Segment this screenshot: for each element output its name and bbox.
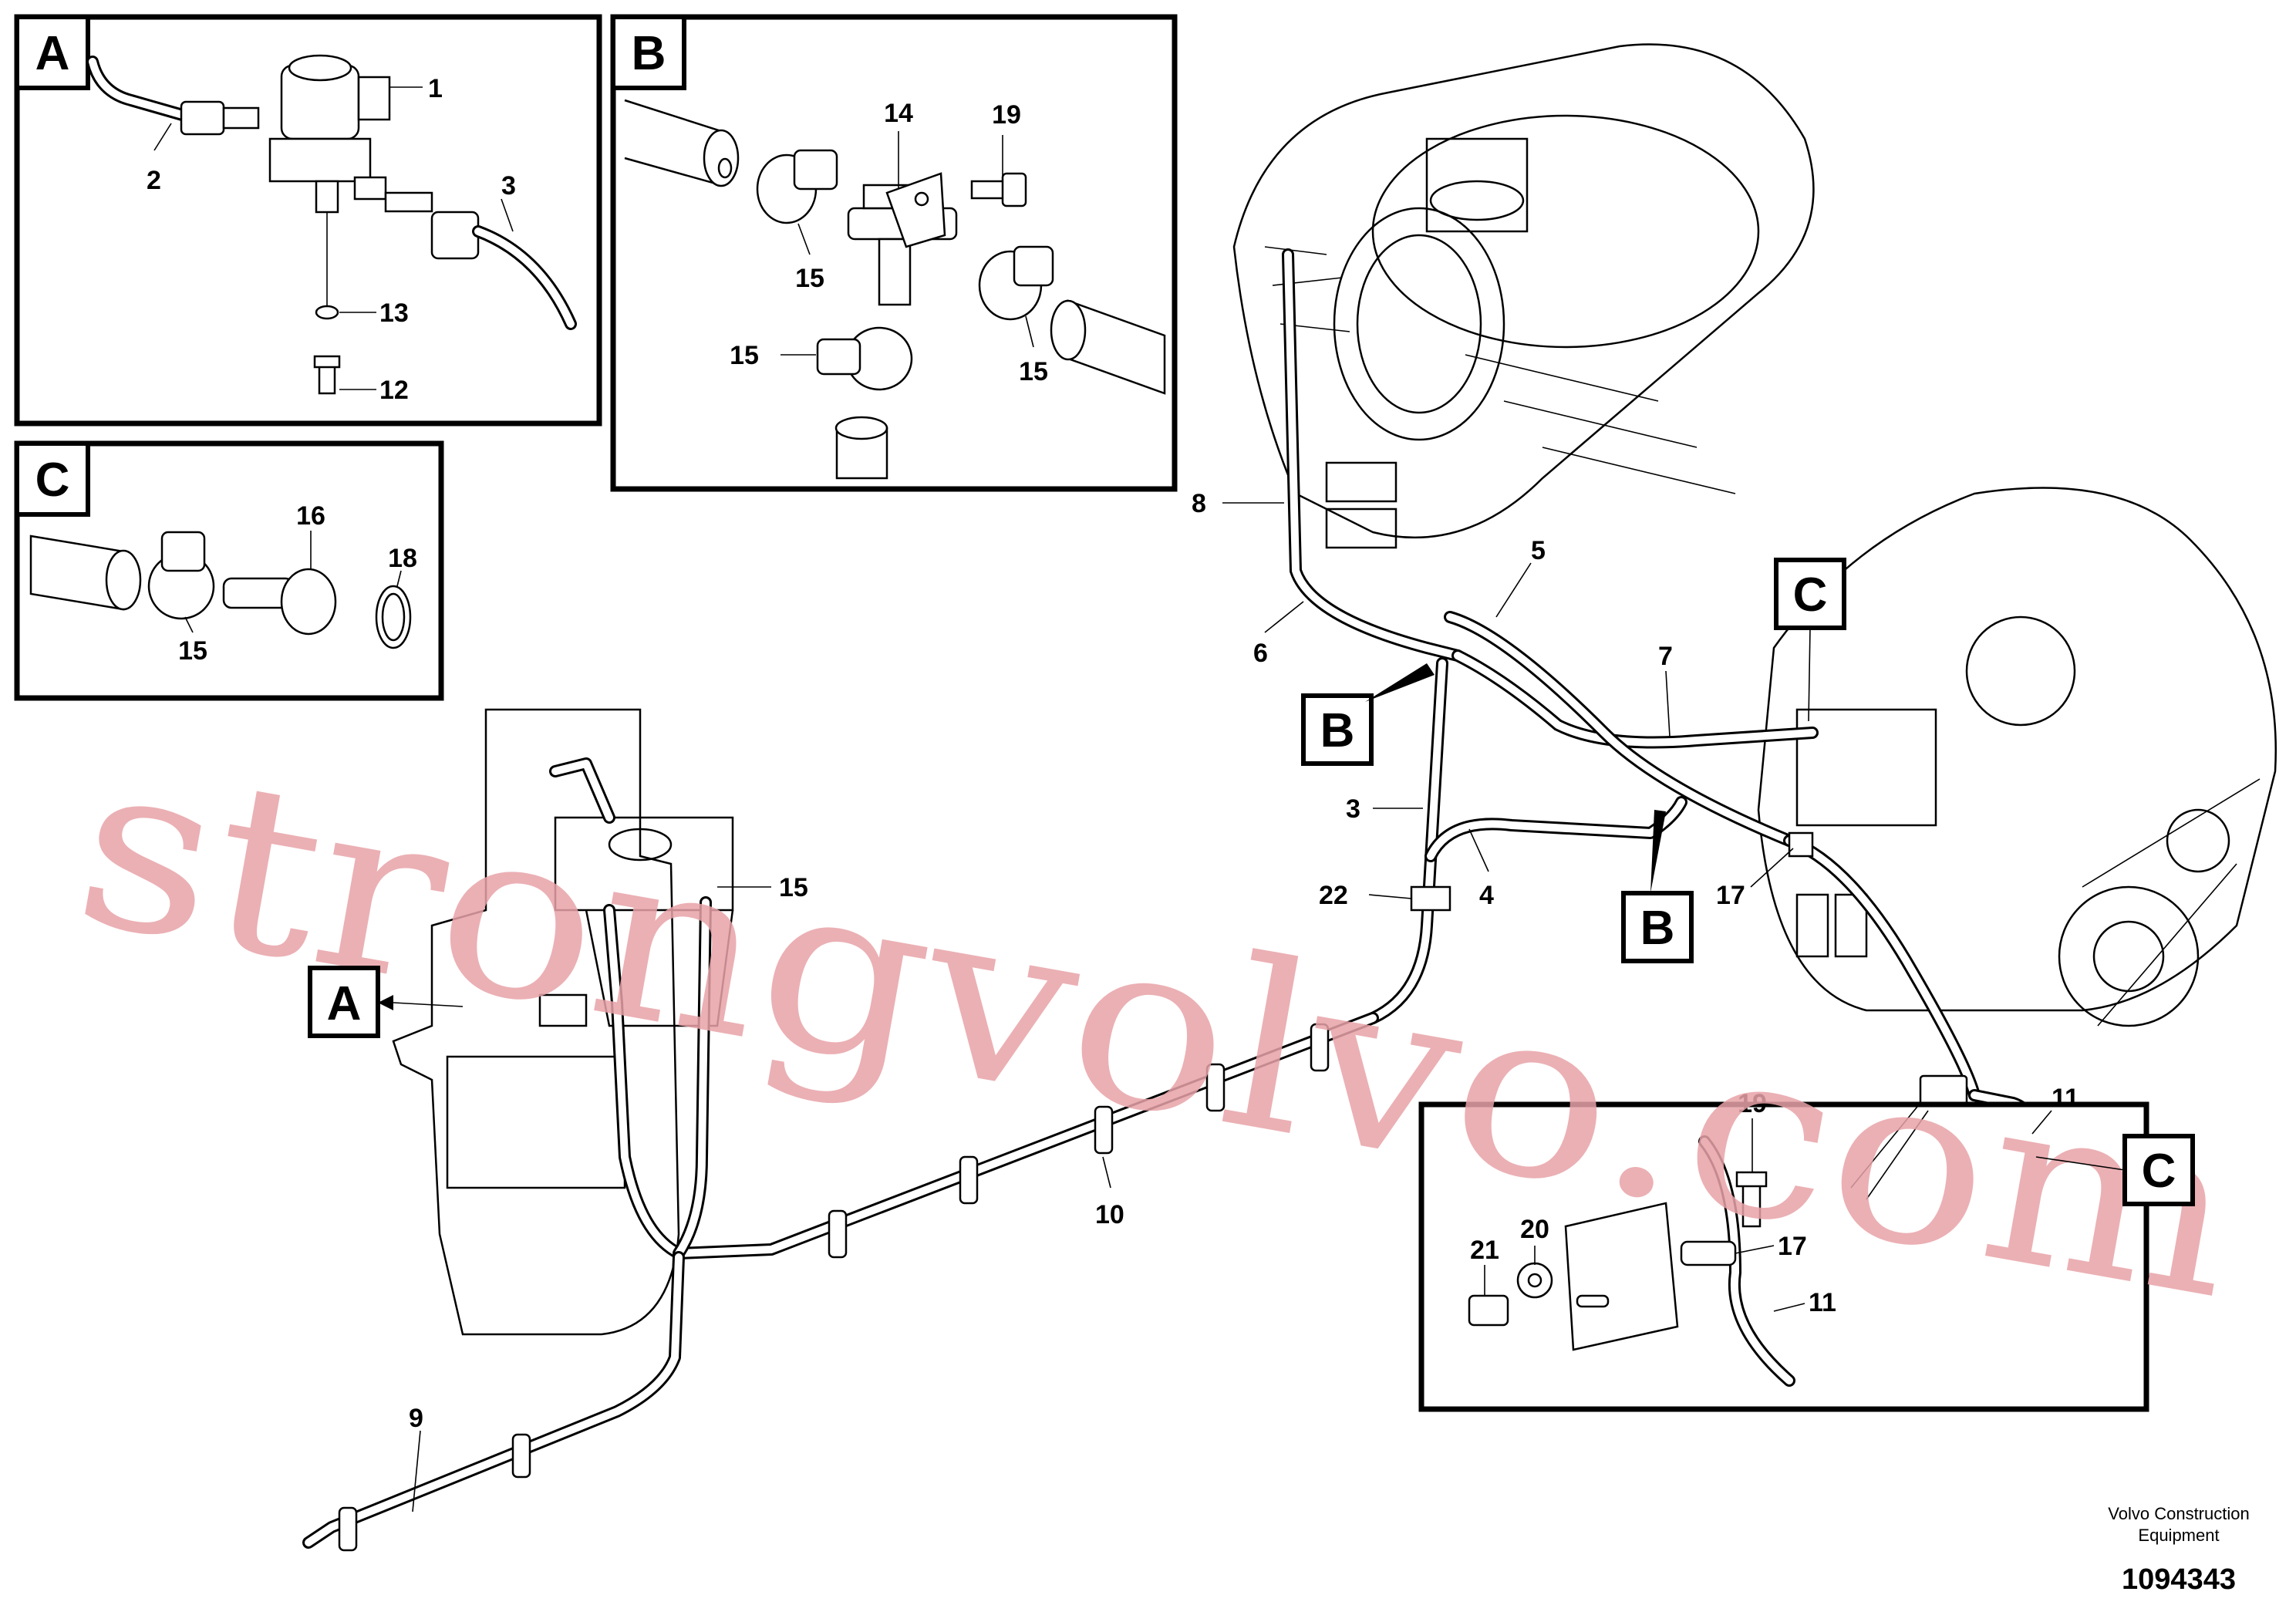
hose-7 — [1451, 649, 1819, 749]
tank-outline — [392, 708, 680, 1336]
callout-3: 3 — [501, 171, 516, 201]
callout-18: 18 — [388, 544, 417, 573]
callout-11: 11 — [1809, 1288, 1836, 1317]
detail-a: A 1 2 3 13 12 — [14, 14, 602, 427]
callout-8: 8 — [1192, 489, 1206, 518]
callout-3: 3 — [1346, 794, 1360, 824]
bracket-icon — [885, 172, 946, 248]
location-tag-b1-box — [1301, 693, 1374, 766]
callout-5: 5 — [1531, 536, 1546, 565]
detail-c-tag-box — [15, 441, 90, 517]
tank-reservoir — [446, 1055, 626, 1189]
callout-13: 13 — [379, 298, 409, 328]
detail-c-tag: C — [35, 454, 70, 507]
location-tag-c2-box — [2122, 1134, 2195, 1206]
detail-a-fitting-right — [430, 211, 480, 260]
detail-a-fitting-left — [180, 100, 225, 136]
callout-20: 20 — [1520, 1215, 1549, 1244]
oil-cooler-icon — [1795, 708, 1937, 827]
callout-19: 19 — [992, 100, 1021, 130]
location-tag-c1: C — [1793, 568, 1828, 622]
callout-2: 2 — [147, 166, 161, 195]
detail-c: C 16 18 15 — [14, 440, 444, 701]
company-name-line2: Equipment — [2138, 1526, 2219, 1545]
bolt-21-icon — [1468, 1294, 1509, 1327]
detail-b: B 14 19 15 — [610, 14, 1178, 492]
callout-7: 7 — [1658, 642, 1673, 671]
pulley-icon — [2058, 885, 2200, 1027]
valve-body-icon — [268, 137, 372, 183]
callout-21: 21 — [1470, 1236, 1499, 1265]
washer-icon — [315, 305, 339, 320]
title-block: Volvo Construction Equipment 1094343 — [2108, 1504, 2249, 1596]
alternator-icon — [1965, 615, 2076, 727]
location-tags: A B B C C — [308, 558, 2195, 1206]
callout-4: 4 — [1479, 881, 1494, 910]
engine-assembly — [1757, 487, 2277, 1027]
location-tag-a: A — [327, 977, 362, 1030]
callout-15: 15 — [1019, 357, 1048, 386]
detail-bracket: 19 20 21 17 11 — [1418, 1089, 2149, 1412]
callout-6: 6 — [1253, 639, 1268, 668]
callout-12: 12 — [379, 376, 409, 405]
callout-17: 17 — [1778, 1232, 1807, 1261]
callout-15: 15 — [795, 264, 824, 293]
detail-bracket-frame — [1418, 1101, 2149, 1412]
detail-b-tag-box — [611, 15, 686, 90]
detail-a-tag-box — [15, 15, 90, 90]
callout-16: 16 — [296, 501, 325, 531]
hose-routing — [302, 248, 2042, 1552]
callout-9: 9 — [409, 1404, 423, 1433]
callout-22: 22 — [1319, 881, 1348, 910]
callout-11: 11 — [2052, 1084, 2079, 1113]
drawing-number: 1094343 — [2122, 1563, 2236, 1596]
location-tag-a-box — [308, 966, 380, 1038]
clamp-17-icon — [1788, 831, 1814, 858]
callout-1: 1 — [428, 74, 443, 103]
location-tag-c2: C — [2142, 1145, 2176, 1198]
ecu-icon — [1325, 461, 1397, 503]
location-tag-b2-box — [1621, 891, 1694, 963]
location-tag-b1: B — [1320, 704, 1355, 757]
callout-15: 15 — [779, 873, 808, 902]
callout-15: 15 — [730, 341, 759, 370]
detail-a-tag: A — [35, 27, 70, 80]
engine-top-outline — [1232, 43, 1815, 539]
bracket-plate-icon — [1564, 1202, 1679, 1351]
muffler-icon — [1371, 114, 1760, 349]
aftertreatment-assembly — [1232, 43, 1815, 549]
callout-10: 10 — [1095, 1200, 1124, 1229]
heater-unit-icon — [554, 816, 734, 912]
detail-b-tag: B — [632, 27, 666, 80]
callout-15: 15 — [178, 636, 207, 666]
company-name-line1: Volvo Construction — [2108, 1504, 2249, 1523]
callout-19: 19 — [1738, 1089, 1767, 1118]
location-tag-b2: B — [1640, 902, 1675, 955]
watermark: strongvolvo.com — [60, 706, 2257, 1351]
hose-clips — [338, 1023, 1330, 1552]
main-callouts: 8 6 5 7 3 22 4 15 17 11 10 9 — [409, 489, 2079, 1512]
engine-block-outline — [1757, 487, 2277, 1012]
callout-17: 17 — [1716, 881, 1745, 910]
callout-14: 14 — [884, 99, 913, 128]
hose-5 — [1444, 611, 1795, 847]
hose-9 — [302, 1251, 685, 1549]
clamp-22-icon — [1410, 885, 1451, 912]
